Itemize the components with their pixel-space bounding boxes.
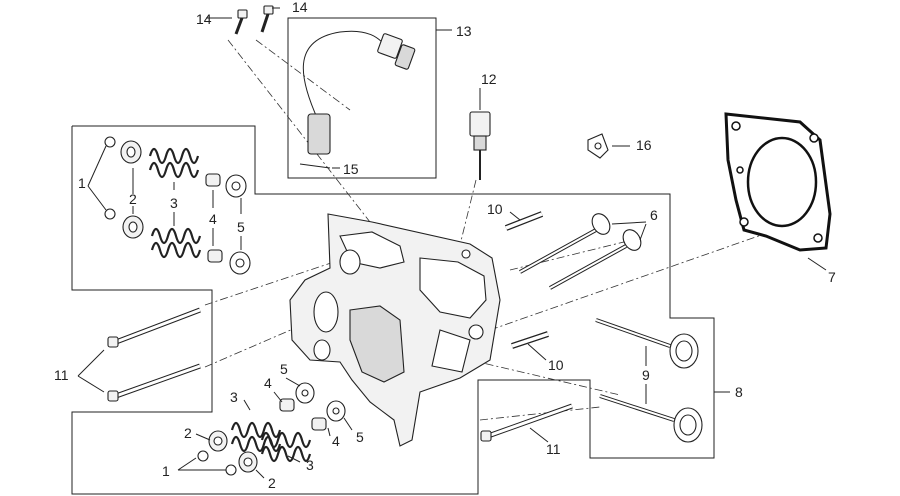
- collet-upper-2: [104, 208, 116, 220]
- intake-valves: [519, 213, 642, 290]
- callout-1-upper: 1: [78, 175, 86, 191]
- callout-14-right: 14: [292, 0, 308, 15]
- short-studs: [504, 211, 549, 349]
- callout-2-upper: 2: [129, 191, 137, 207]
- valve-stem-seal-lower: [207, 249, 223, 263]
- lower-left-valve-hardware: [197, 382, 346, 476]
- callout-labels: 1 2 3 4 5 14 14 13 12 15 16 10 6 7 8 9 1…: [54, 0, 836, 491]
- clip: [587, 133, 609, 159]
- callout-8: 8: [735, 384, 743, 400]
- collet-upper: [104, 136, 116, 148]
- lambda-sensor: [299, 30, 416, 169]
- callout-13: 13: [456, 23, 472, 39]
- callout-3-lower-right: 3: [306, 457, 314, 473]
- callout-10-lower: 10: [548, 357, 564, 373]
- sensor-group-frame: [287, 17, 437, 179]
- leader-lines: [77, 7, 827, 479]
- group-frames: [71, 17, 715, 495]
- head-gasket: [724, 112, 832, 252]
- valve-stem-seal-upper: [205, 173, 221, 187]
- callout-12: 12: [481, 71, 497, 87]
- callout-7: 7: [828, 269, 836, 285]
- callout-11-left: 11: [54, 367, 69, 383]
- callout-4-upper: 4: [209, 211, 217, 227]
- callout-5-lower-right: 5: [356, 429, 364, 445]
- cylinder-head: [289, 213, 501, 447]
- callout-3-lower-left: 3: [230, 389, 238, 405]
- callout-4-lower-right: 4: [332, 433, 340, 449]
- callout-5-upper: 5: [237, 219, 245, 235]
- callout-14-left: 14: [196, 11, 212, 27]
- upper-valve-group-frame: [71, 125, 715, 495]
- valve-spring-lower: [150, 227, 202, 245]
- callout-1-lower: 1: [162, 463, 170, 479]
- callout-4-lower-left: 4: [264, 375, 272, 391]
- temperature-sensor: [469, 111, 491, 180]
- bolts: [234, 5, 274, 35]
- callout-3-upper: 3: [170, 195, 178, 211]
- valve-spring-upper: [148, 147, 200, 165]
- callout-11-right: 11: [546, 441, 561, 457]
- callout-9: 9: [642, 367, 650, 383]
- callout-2-lower-left: 2: [184, 425, 192, 441]
- studs: [107, 307, 573, 442]
- callout-5-lower-left: 5: [280, 361, 288, 377]
- callout-6: 6: [650, 207, 658, 223]
- callout-10-upper: 10: [487, 201, 503, 217]
- upper-left-valve-hardware: [104, 136, 251, 275]
- callout-16: 16: [636, 137, 652, 153]
- exhaust-valves: [595, 318, 703, 443]
- callout-2-lower-right: 2: [268, 475, 276, 491]
- callout-15: 15: [343, 161, 359, 177]
